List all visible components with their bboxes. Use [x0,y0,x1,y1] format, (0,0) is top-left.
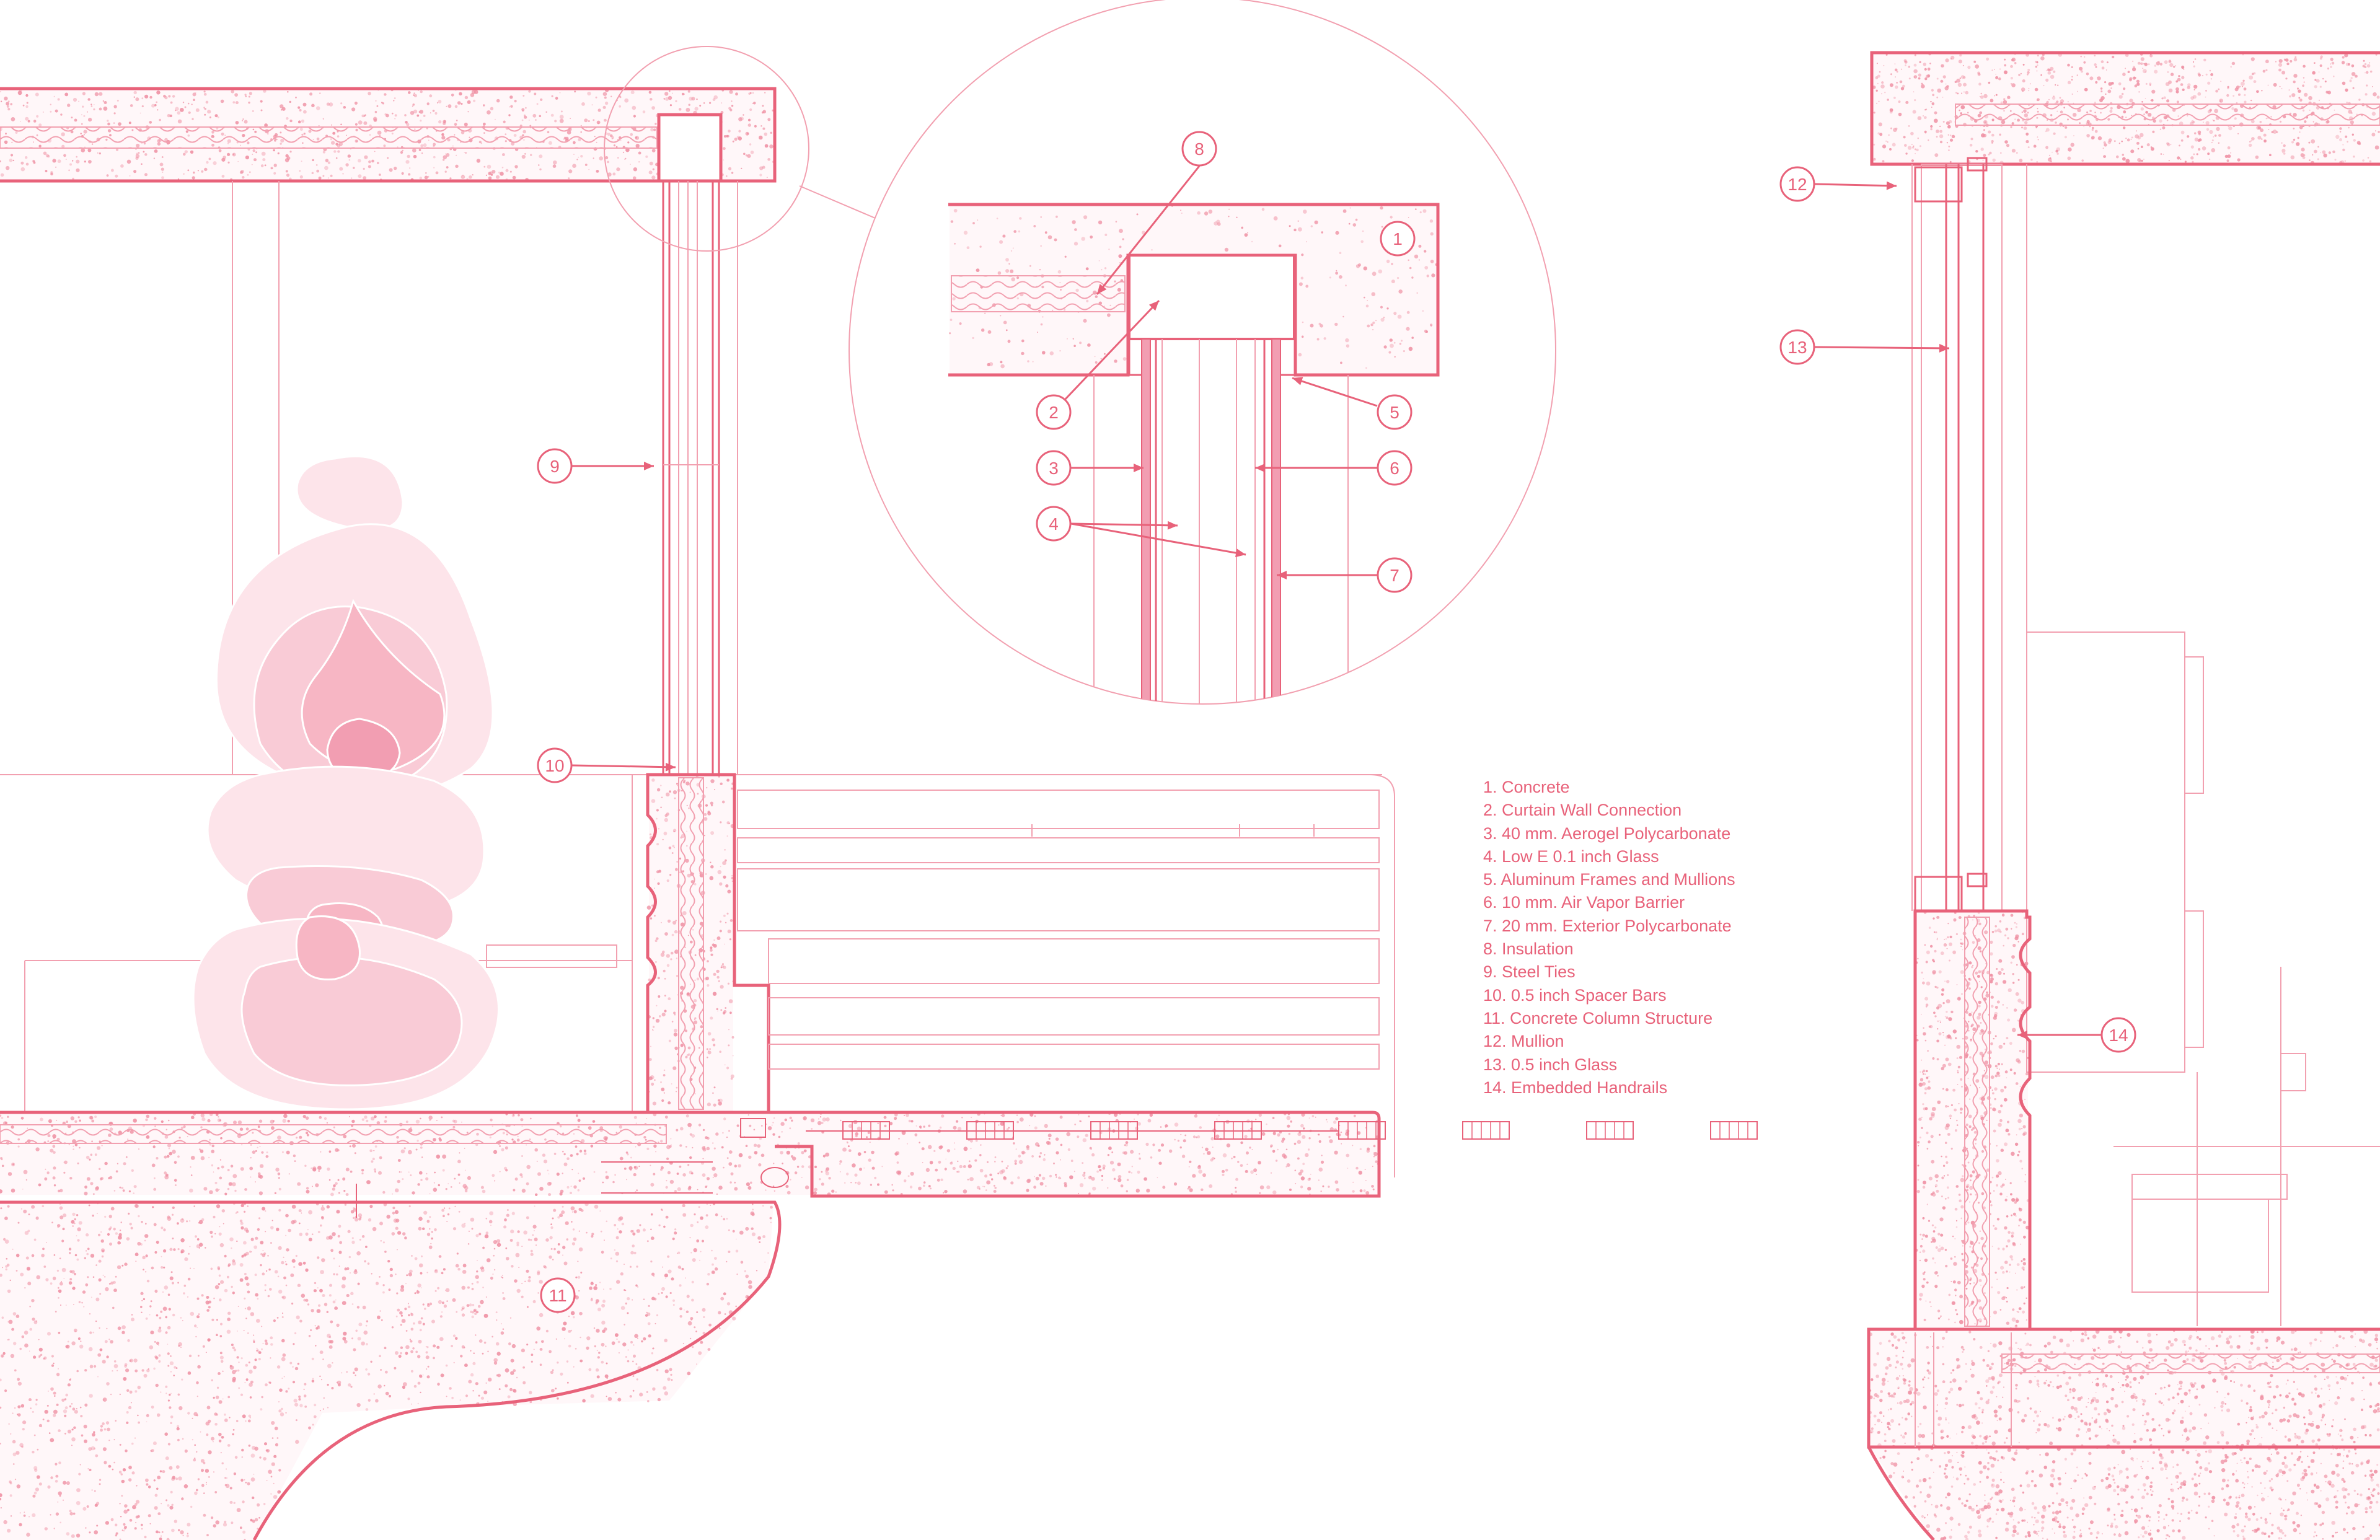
legend-item: 3. 40 mm. Aerogel Polycarbonate [1483,824,1731,843]
callout-12: 12 [1779,166,1897,202]
legend-item: 1. Concrete [1483,778,1570,796]
callout-number: 4 [1049,514,1059,534]
legend-item: 2. Curtain Wall Connection [1483,801,1682,820]
callout-9: 9 [537,448,654,484]
callout-number: 6 [1390,459,1399,478]
callout-number: 13 [1787,338,1807,357]
callout-11: 11 [540,1277,576,1313]
callout-13: 13 [1779,329,1950,365]
legend-item: 14. Embedded Handrails [1483,1078,1668,1097]
callout-6: 6 [1255,450,1413,486]
concrete-regions [0,52,2380,1540]
callout-number: 5 [1390,403,1399,422]
legend-item: 4. Low E 0.1 inch Glass [1483,847,1659,866]
callout-number: 2 [1049,403,1059,422]
fire-illustration [192,455,500,1111]
callout-number: 12 [1787,175,1807,194]
legend-item: 7. 20 mm. Exterior Polycarbonate [1483,916,1732,935]
legend-item: 8. Insulation [1483,939,1574,959]
callout-number: 14 [2109,1026,2128,1045]
legend-item: 9. Steel Ties [1483,962,1576,982]
callout-number: 11 [549,1286,566,1305]
legend-item: 11. Concrete Column Structure [1483,1008,1713,1027]
legend-item: 10. 0.5 inch Spacer Bars [1483,985,1667,1005]
callout-number: 3 [1049,459,1059,478]
callout-10: 10 [537,747,676,783]
legend-item: 6. 10 mm. Air Vapor Barrier [1483,893,1685,912]
callout-number: 1 [1393,229,1403,249]
callout-number: 8 [1194,139,1204,159]
callout-8: 8 [1096,131,1217,295]
legend-item: 5. Aluminum Frames and Mullions [1483,870,1735,889]
callout-number: 9 [550,457,560,476]
legend-item: 12. Mullion [1483,1032,1564,1051]
legend-item: 13. 0.5 inch Glass [1483,1055,1618,1074]
callout-3: 3 [1036,450,1144,486]
callout-14: 14 [2017,1017,2136,1053]
legend-list: 1. Concrete 2. Curtain Wall Connection 3. … [1483,776,1735,1099]
right-wall-section [1867,51,2380,1540]
callout-5: 5 [1292,377,1413,430]
curtain-wall-detail [848,0,1556,705]
callout-4: 4 [1036,506,1246,558]
callout-number: 10 [545,756,564,775]
callout-7: 7 [1277,557,1413,593]
callout-1: 1 [1380,221,1416,257]
callout-number: 7 [1390,566,1399,585]
callout-2: 2 [1036,299,1160,430]
